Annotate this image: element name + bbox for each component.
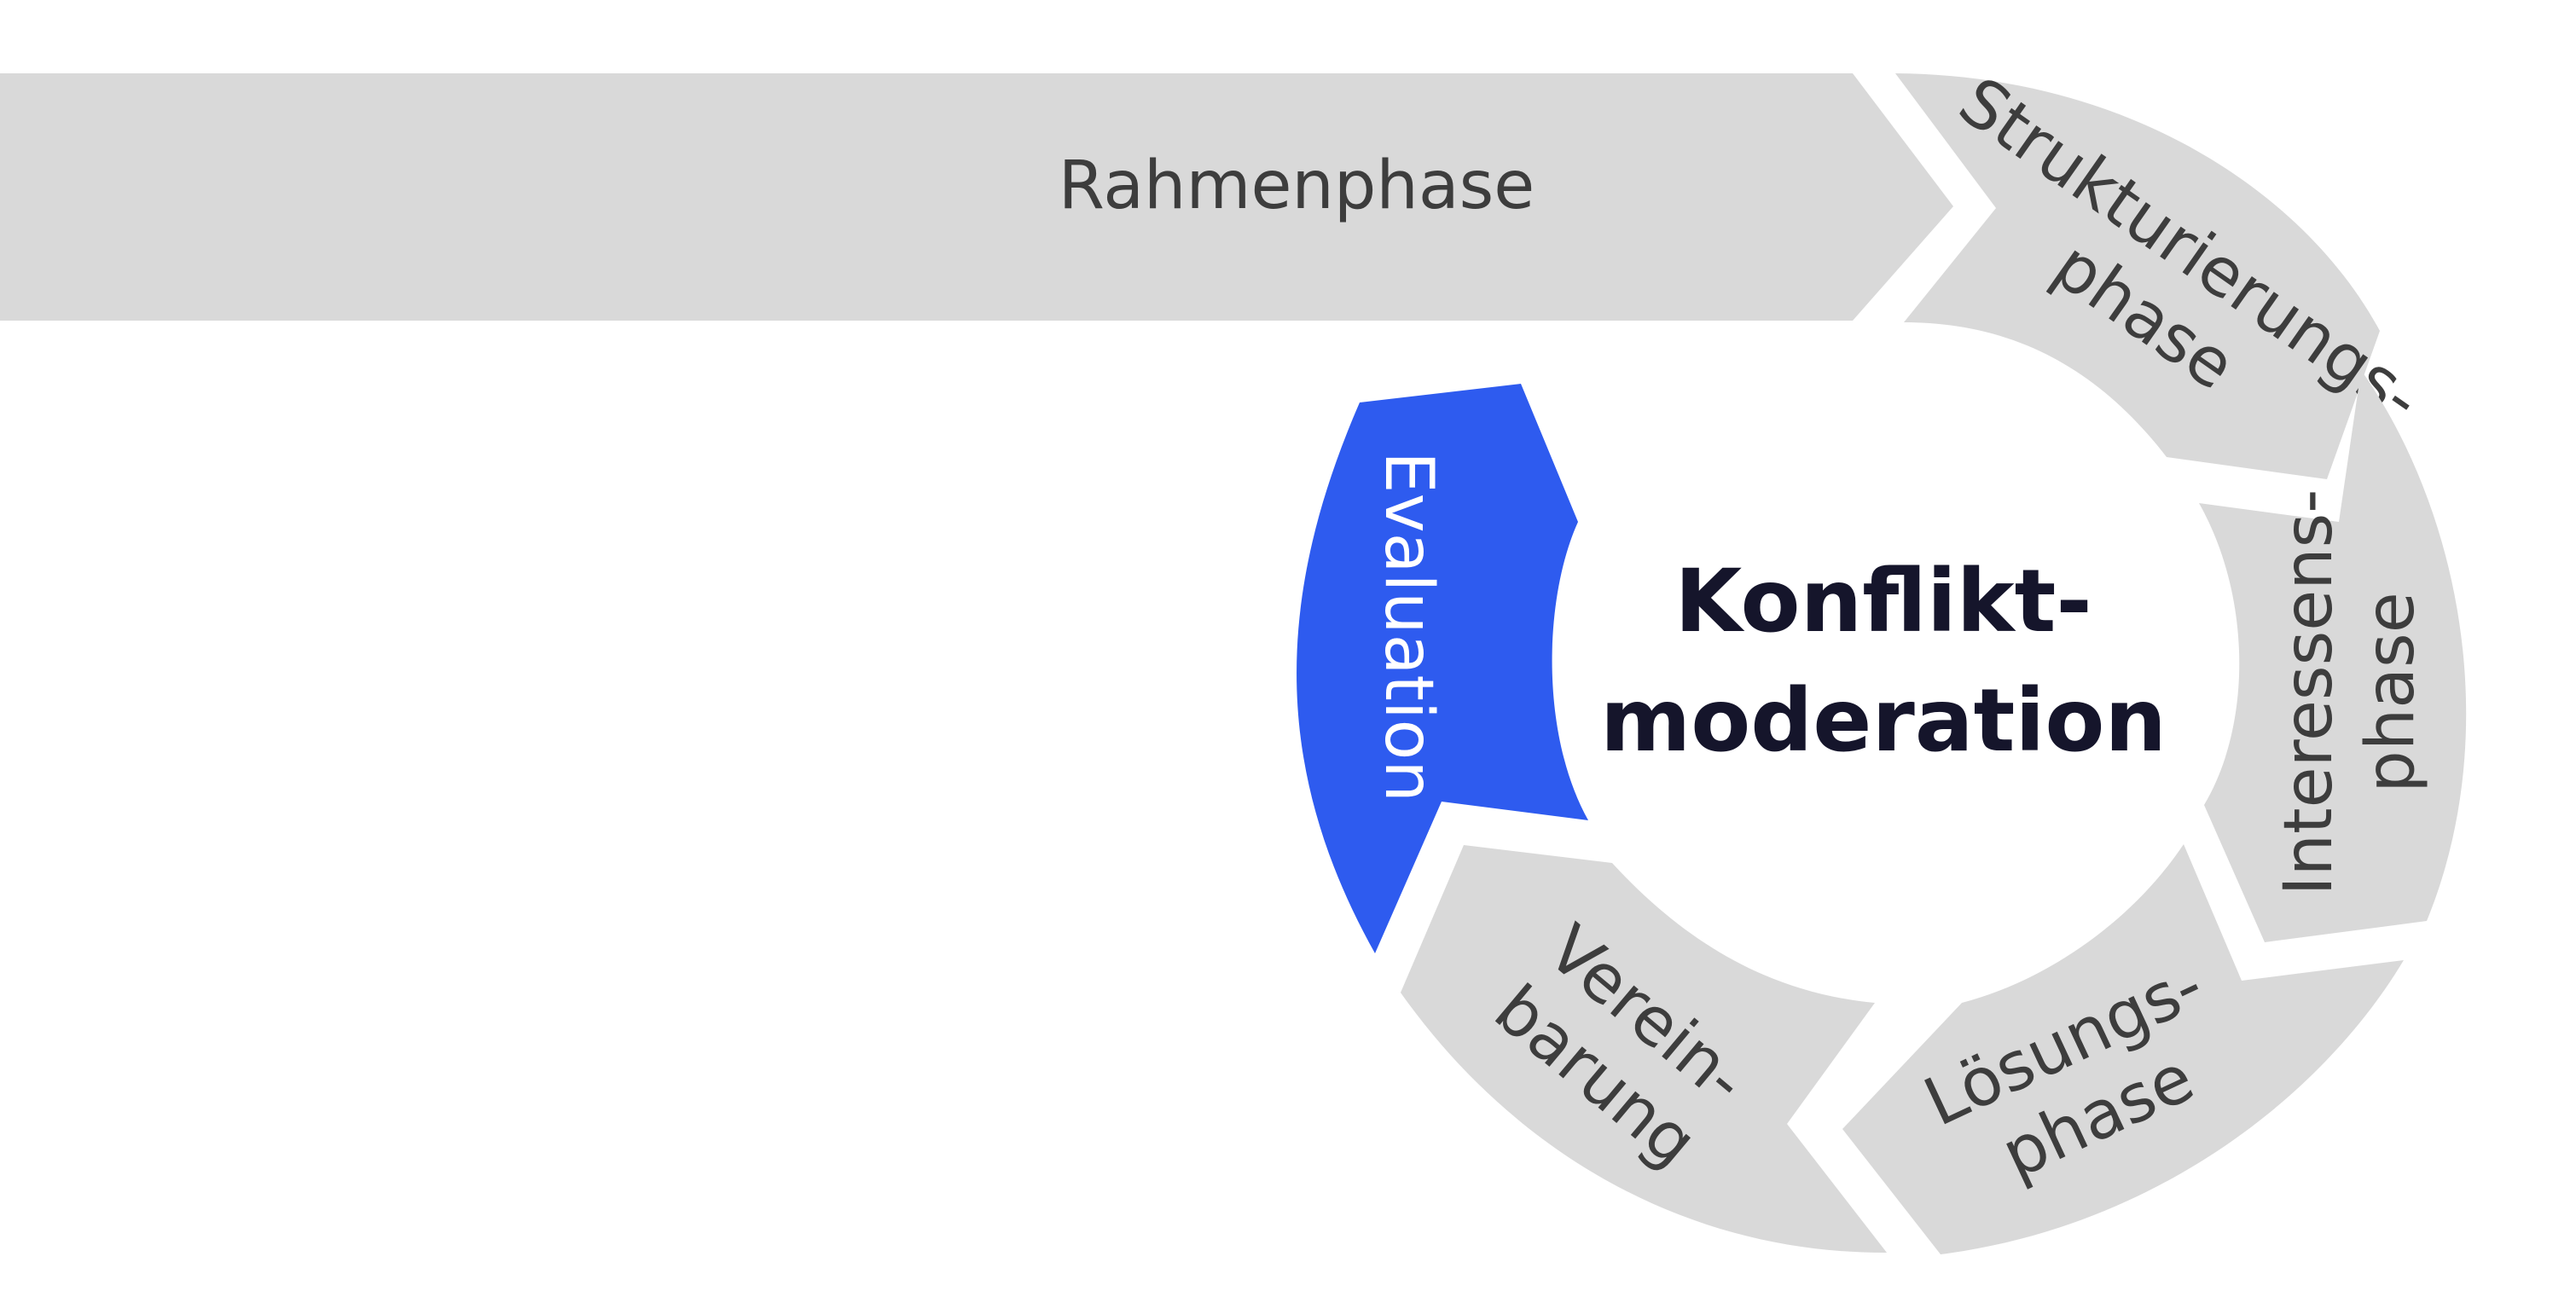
strukturierungsphase-shape [1895,73,2380,479]
interessensphase-shape [2199,370,2467,942]
evaluation-shape [1297,384,1588,953]
interessensphase-label-line1: Interessens- [2271,489,2347,896]
interessensphase-label-line2: phase [2353,592,2429,792]
rahmenphase-label: Rahmenphase [1059,148,1535,224]
center-title-line1: Konflikt- [1674,551,2092,652]
segment-interessensphase: Interessens- phase [2199,370,2467,942]
vereinbarung-shape [1401,845,1887,1254]
rahmenphase-arrow-shape [0,73,1953,321]
segment-evaluation: Evaluation [1297,384,1588,953]
rahmenphase-banner: Rahmenphase [0,73,1953,321]
loesungsphase-shape [1842,844,2404,1254]
center-title-line2: moderation [1600,670,2167,772]
segment-vereinbarung: Verein- barung [1401,845,1887,1254]
center-title: Konflikt- moderation [1600,551,2167,772]
evaluation-label: Evaluation [1370,451,1447,802]
